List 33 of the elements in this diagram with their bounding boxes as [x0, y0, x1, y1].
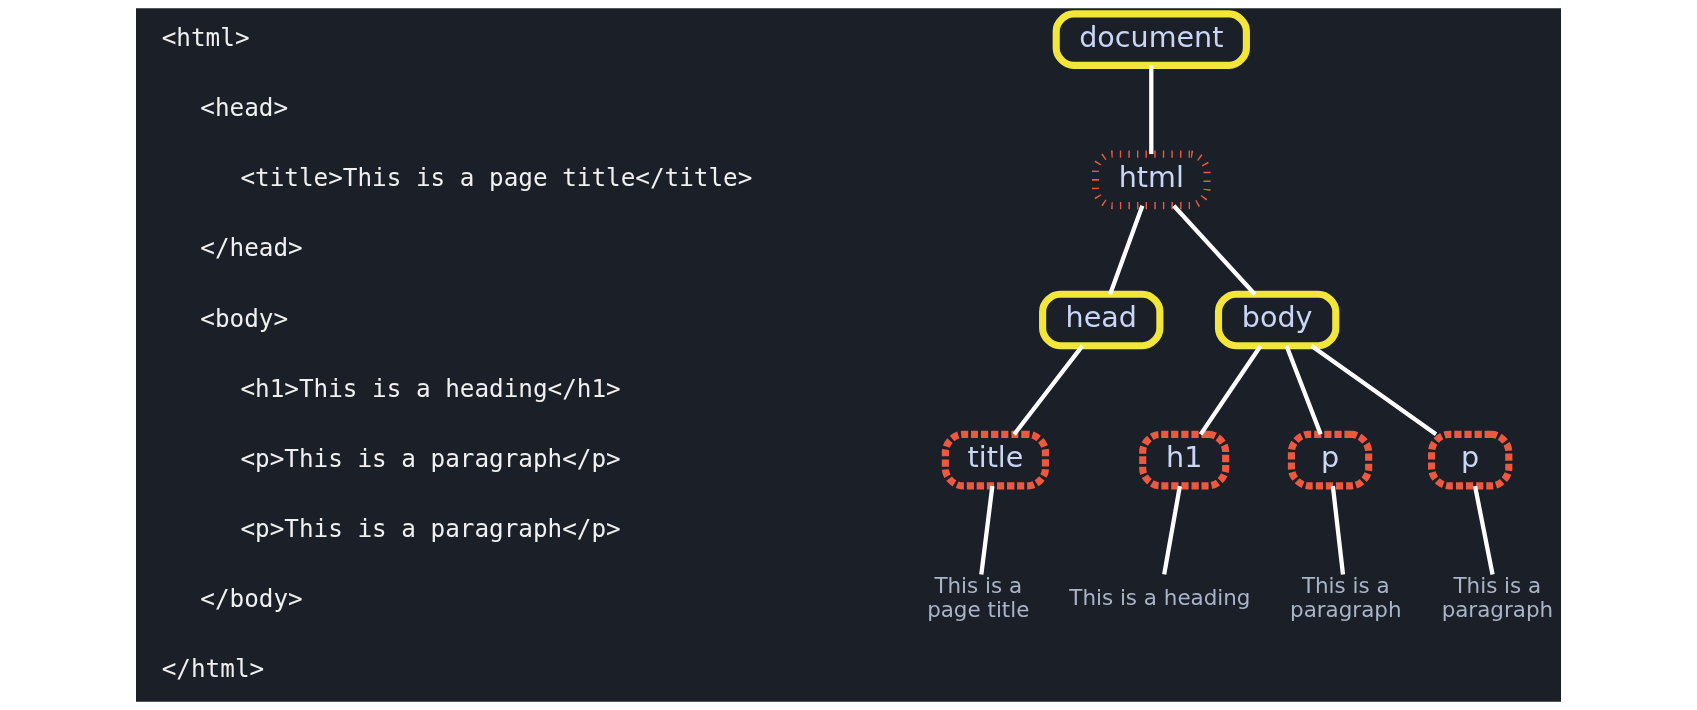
label: <body> [200, 303, 289, 333]
node-box: document [1052, 10, 1250, 69]
node-text: This is a paragraph [1290, 573, 1402, 623]
label: </head> [200, 233, 303, 263]
node-text: This is a heading [1069, 585, 1251, 611]
connector [1284, 345, 1323, 436]
connector [1198, 344, 1263, 436]
label: <html> [161, 23, 250, 53]
connector [1108, 205, 1145, 295]
connector [1472, 485, 1495, 575]
connector [1149, 65, 1154, 155]
node-box: body [1214, 290, 1340, 350]
label: <title>This is a page title</title> [240, 163, 753, 193]
label: <head> [200, 93, 289, 123]
node-box: html [1091, 150, 1211, 210]
label: </body> [200, 583, 303, 613]
label: <p>This is a paragraph</p> [240, 443, 621, 473]
label: <h1>This is a heading</h1> [240, 373, 621, 403]
node-text: This is a paragraph [1441, 573, 1554, 623]
label: <p>This is a paragraph</p> [240, 513, 621, 543]
connector [979, 485, 995, 575]
node-box: p [1428, 430, 1513, 490]
node-box: title [941, 430, 1050, 490]
connector [1012, 344, 1085, 436]
label: </html> [161, 653, 265, 683]
node-box: h1 [1139, 430, 1230, 490]
node-box: p [1287, 430, 1373, 490]
connector [1310, 344, 1438, 437]
node-text: This is a page title [927, 573, 1030, 623]
node-box: head [1039, 290, 1164, 350]
connector [1172, 204, 1257, 296]
connector [1330, 485, 1346, 575]
connector [1162, 485, 1182, 575]
